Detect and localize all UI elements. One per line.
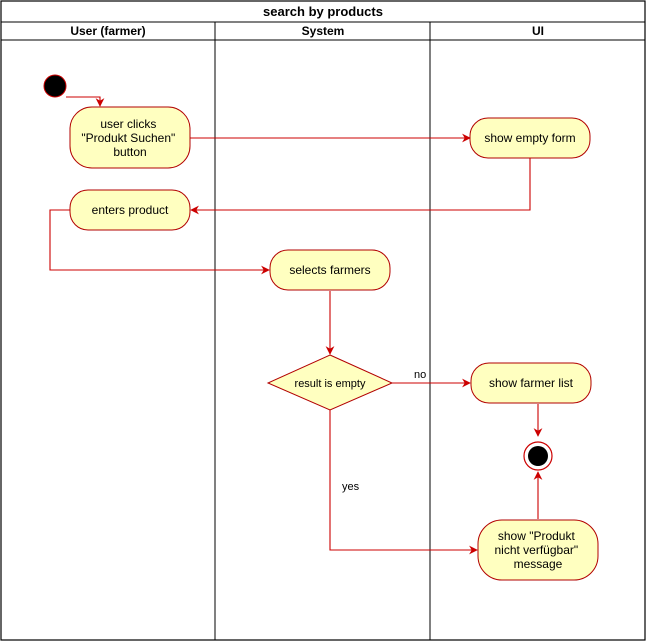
edge-start-to-click [66, 96, 105, 107]
action-enters-product [69, 189, 191, 231]
lane-title-system: System [302, 24, 345, 38]
action-show-not-available-label: show "Produkt nicht verfügbar" message [495, 529, 582, 571]
edge-form-to-enters [190, 158, 531, 215]
action-selects-farmers [269, 249, 391, 291]
edges [49, 96, 543, 555]
decision-result-empty [266, 354, 394, 411]
user-clicks-line-1: user clicks [100, 117, 156, 131]
action-enters-product-label: enters product [92, 203, 169, 217]
action-selects-farmers-label: selects farmers [289, 263, 370, 277]
edge-decision-yes [329, 410, 478, 555]
action-user-clicks [69, 106, 191, 169]
not-available-line-1: show "Produkt [498, 529, 576, 543]
action-user-clicks-label: user clicks "Produkt Suchen" button [81, 117, 178, 159]
guard-yes: yes [342, 481, 360, 493]
not-available-line-2: nicht verfügbar" [495, 543, 579, 557]
start-node [43, 74, 67, 98]
decision-result-empty-label: result is empty [295, 378, 366, 390]
guard-no: no [414, 369, 426, 381]
end-node [528, 446, 548, 466]
user-clicks-line-3: button [113, 145, 146, 159]
action-show-farmer-list [470, 362, 592, 404]
lane-title-user: User (farmer) [70, 24, 145, 38]
action-show-not-available [477, 519, 599, 581]
not-available-line-3: message [514, 557, 563, 571]
lane-title-ui: UI [532, 24, 544, 38]
action-show-empty-form [469, 117, 591, 159]
action-show-empty-form-label: show empty form [484, 131, 575, 145]
diagram-title: search by products [263, 4, 383, 19]
action-show-farmer-list-label: show farmer list [489, 376, 574, 390]
edge-enters-to-selects [49, 209, 270, 275]
user-clicks-line-2: "Produkt Suchen" [81, 131, 175, 145]
